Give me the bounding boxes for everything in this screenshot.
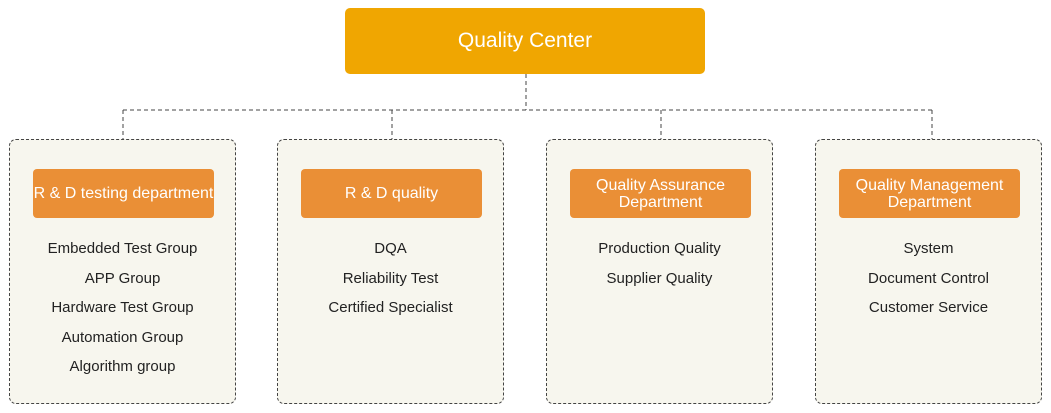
department-header: R & D quality xyxy=(301,169,482,218)
group-item: Reliability Test xyxy=(342,269,439,287)
department-title: Quality Management Department xyxy=(855,176,1004,211)
group-item: APP Group xyxy=(84,269,161,287)
group-item: Embedded Test Group xyxy=(47,240,198,257)
group-item: System xyxy=(903,240,954,257)
group-item: Algorithm group xyxy=(69,358,176,376)
group-item: Automation Group xyxy=(61,328,184,346)
group-item: Production Quality xyxy=(598,240,721,257)
root-label: Quality Center xyxy=(457,29,593,52)
group-item: Supplier Quality xyxy=(606,269,713,287)
root-node-quality-center: Quality Center xyxy=(345,8,705,74)
department-header: Quality Assurance Department xyxy=(570,169,751,218)
group-item: Document Control xyxy=(868,269,989,287)
department-title: R & D quality xyxy=(344,185,439,202)
group-item: Customer Service xyxy=(868,299,989,317)
department-header: R & D testing department xyxy=(33,169,214,218)
department-header: Quality Management Department xyxy=(839,169,1020,218)
department-title: R & D testing department xyxy=(33,185,214,202)
department-title: Quality Assurance Department xyxy=(596,176,725,211)
group-item: DQA xyxy=(374,240,407,257)
group-item: Certified Specialist xyxy=(328,299,453,317)
group-item: Hardware Test Group xyxy=(51,299,194,317)
